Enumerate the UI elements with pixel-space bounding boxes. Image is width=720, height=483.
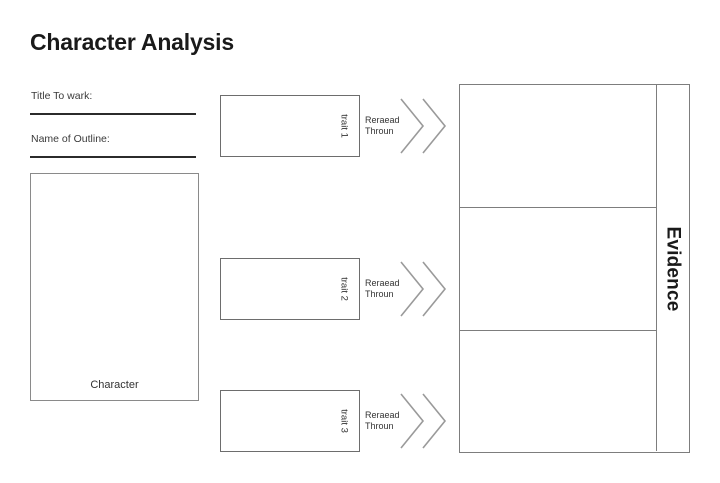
trait-box-2-label: trait 2 — [338, 277, 350, 301]
evidence-label-strip: Evidence — [657, 85, 689, 452]
arrow-caption-2: Reraead Throun — [365, 278, 400, 300]
evidence-cell[interactable] — [460, 331, 657, 451]
page-title: Character Analysis — [30, 29, 234, 55]
evidence-label: Evidence — [663, 225, 684, 312]
title-to-work-write-line[interactable] — [30, 113, 196, 115]
trait-box-1-label: trait 1 — [338, 114, 350, 138]
evidence-panel: Evidence — [459, 84, 690, 453]
name-of-outline-label: Name of Outline: — [31, 133, 110, 145]
name-of-outline-write-line[interactable] — [30, 156, 196, 158]
double-chevron-right-icon — [400, 393, 447, 449]
character-box-label: Character — [90, 379, 139, 391]
arrow-caption-1-line1: Reraead — [365, 115, 400, 125]
arrow-caption-1-line2: Throun — [365, 126, 394, 136]
evidence-cell[interactable] — [460, 208, 657, 331]
character-box[interactable]: Character — [30, 173, 199, 401]
evidence-cell[interactable] — [460, 85, 657, 208]
arrow-group-3: Reraead Throun — [364, 390, 450, 452]
arrow-caption-2-line1: Reraead — [365, 278, 400, 288]
arrow-caption-1: Reraead Throun — [365, 115, 400, 137]
arrow-group-1: Reraead Throun — [364, 95, 450, 157]
trait-box-3[interactable]: trait 3 — [220, 390, 360, 452]
arrow-caption-3-line2: Throun — [365, 421, 394, 431]
double-chevron-right-icon — [400, 98, 447, 154]
arrow-caption-3-line1: Reraead — [365, 410, 400, 420]
title-to-work-label: Title To wark: — [31, 90, 93, 102]
trait-box-3-label: trait 3 — [338, 409, 350, 433]
trait-box-2[interactable]: trait 2 — [220, 258, 360, 320]
evidence-cell-list — [460, 85, 657, 452]
arrow-caption-2-line2: Throun — [365, 289, 394, 299]
arrow-group-2: Reraead Throun — [364, 258, 450, 320]
trait-box-1[interactable]: trait 1 — [220, 95, 360, 157]
double-chevron-right-icon — [400, 261, 447, 317]
arrow-caption-3: Reraead Throun — [365, 410, 400, 432]
